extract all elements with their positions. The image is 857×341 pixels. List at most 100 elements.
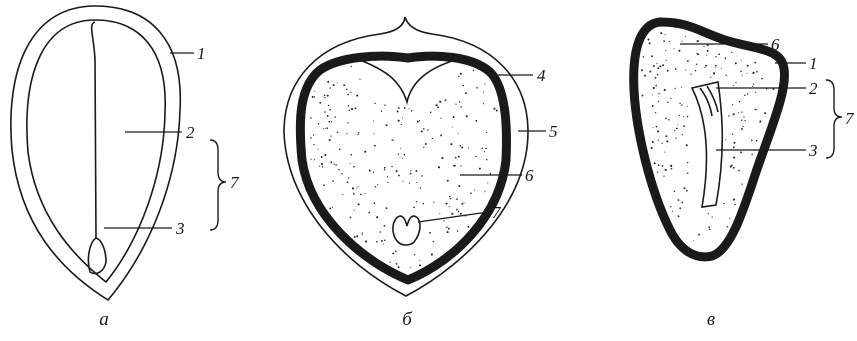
stipple-dot <box>380 110 383 112</box>
figure-a-caption: a <box>99 309 109 330</box>
stipple-dot <box>397 153 400 155</box>
stipple-dot <box>376 216 379 219</box>
stipple-dot <box>458 101 461 103</box>
figure-b-notch <box>359 59 456 106</box>
stipple-dot <box>759 120 762 122</box>
stipple-dot <box>753 149 755 151</box>
stipple-dot <box>679 102 681 105</box>
stipple-dot <box>329 207 332 210</box>
stipple-dot <box>364 192 366 195</box>
stipple-dot <box>690 73 692 75</box>
stipple-dot <box>651 55 654 58</box>
stipple-dot <box>324 153 327 157</box>
stipple-dot <box>675 137 677 139</box>
stipple-dot <box>478 167 481 170</box>
stipple-dot <box>328 120 331 123</box>
stipple-dot <box>383 239 386 242</box>
stipple-dot <box>429 111 432 114</box>
stipple-dot <box>357 133 359 135</box>
stipple-dot <box>346 181 349 184</box>
stipple-dot <box>489 173 492 175</box>
stipple-dot <box>663 40 665 42</box>
stipple-dot <box>656 73 659 76</box>
stipple-dot <box>381 239 383 242</box>
stipple-dot <box>657 100 660 103</box>
stipple-dot <box>313 143 315 146</box>
stipple-dot <box>365 240 368 243</box>
stipple-dot <box>397 107 400 109</box>
stipple-dot <box>668 40 671 43</box>
stipple-dot <box>732 104 734 106</box>
stipple-dot <box>744 119 746 122</box>
stipple-dot <box>408 182 411 184</box>
stipple-dot <box>313 159 315 161</box>
stipple-dot <box>733 141 736 144</box>
stipple-dot <box>350 153 353 156</box>
stipple-dot <box>447 227 450 230</box>
stipple-dot <box>451 212 454 215</box>
stipple-dot <box>726 225 729 228</box>
stipple-dot <box>346 133 348 135</box>
stipple-dot <box>353 236 356 238</box>
stipple-dot <box>397 266 400 269</box>
stipple-dot <box>672 210 674 212</box>
stipple-dot <box>351 108 354 111</box>
stipple-dot <box>439 100 442 103</box>
stipple-dot <box>433 201 435 203</box>
stipple-dot <box>374 102 376 105</box>
stipple-dot <box>655 125 658 128</box>
stipple-dot <box>666 140 669 143</box>
stipple-dot <box>446 179 449 182</box>
stipple-dot <box>715 56 717 58</box>
stipple-dot <box>663 88 666 91</box>
stipple-dot <box>393 139 395 142</box>
figure-b-label-6: 6 <box>525 166 534 185</box>
stipple-dot <box>317 122 320 125</box>
stipple-dot <box>655 84 658 87</box>
figure-a-seed-coat <box>10 5 182 302</box>
stipple-dot <box>427 129 429 131</box>
stipple-dot <box>325 127 327 129</box>
stipple-dot <box>327 80 330 83</box>
figure-v: 6 1 2 7 3 в <box>629 17 855 330</box>
figure-a: 1 2 3 7 a <box>10 5 240 330</box>
stipple-dot <box>382 243 384 245</box>
stipple-dot <box>485 147 487 150</box>
stipple-dot <box>483 92 485 94</box>
stipple-dot <box>359 78 361 80</box>
figure-b-endosperm-stipple <box>310 65 498 269</box>
stipple-dot <box>674 68 677 70</box>
stipple-dot <box>754 61 756 64</box>
stipple-dot <box>464 214 467 217</box>
stipple-dot <box>343 84 346 87</box>
stipple-dot <box>473 189 476 191</box>
figure-v-label-7: 7 <box>845 109 855 128</box>
stipple-dot <box>452 115 455 119</box>
stipple-dot <box>724 57 727 60</box>
stipple-dot <box>651 140 654 143</box>
stipple-dot <box>352 192 355 195</box>
stipple-dot <box>336 82 338 84</box>
stipple-dot <box>686 189 688 192</box>
stipple-dot <box>332 84 335 87</box>
stipple-dot <box>708 226 710 228</box>
stipple-dot <box>335 164 337 166</box>
stipple-dot <box>732 198 736 201</box>
stipple-dot <box>373 120 375 122</box>
stipple-dot <box>667 101 669 103</box>
stipple-dot <box>681 40 683 42</box>
stipple-dot <box>419 260 421 262</box>
stipple-dot <box>392 252 395 255</box>
stipple-dot <box>350 65 352 68</box>
figure-b-seed-coat <box>295 51 511 285</box>
stipple-dot <box>643 74 646 77</box>
stipple-dot <box>735 82 737 84</box>
stipple-dot <box>338 168 340 171</box>
stipple-dot <box>752 85 754 87</box>
stipple-dot <box>319 101 322 104</box>
figure-v-label-3: 3 <box>808 141 818 160</box>
figure-v-label-2: 2 <box>809 79 818 98</box>
stipple-dot <box>715 64 717 67</box>
stipple-dot <box>402 180 404 182</box>
figure-a-embryo <box>87 237 107 275</box>
